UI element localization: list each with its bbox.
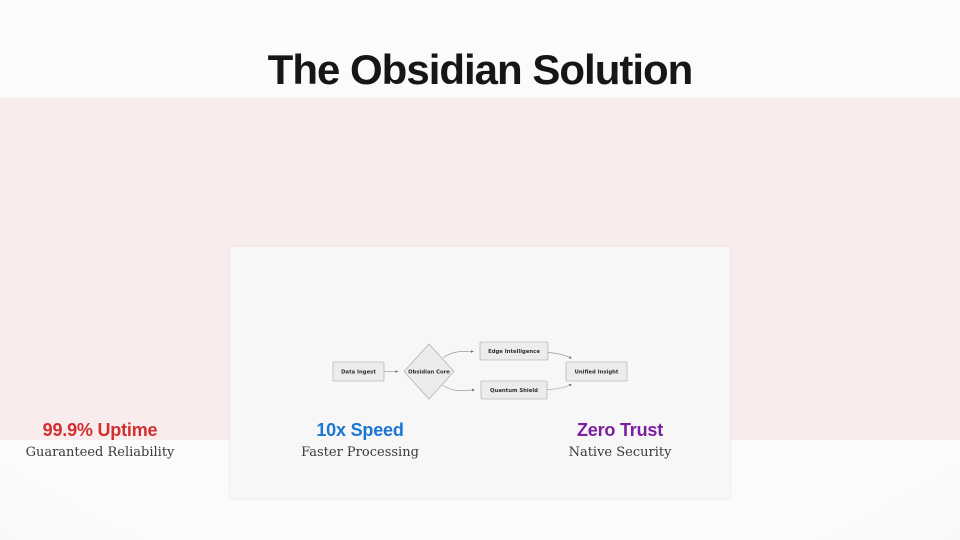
- flowchart-card: Data Ingest Obsidian Core Edge Intellige…: [230, 247, 730, 498]
- flow-nodes: Data Ingest Obsidian Core Edge Intellige…: [332, 341, 628, 400]
- flowchart-diagram: Data Ingest Obsidian Core Edge Intellige…: [332, 341, 628, 400]
- stat-uptime-label: Guaranteed Reliability: [25, 445, 175, 460]
- node-edge-intelligence: [479, 341, 549, 361]
- stat-uptime: 99.9% Uptime Guaranteed Reliability: [0, 420, 220, 460]
- edge-edge-intelligence-to-insight: [548, 352, 572, 359]
- node-quantum-shield: [480, 380, 548, 400]
- slide-title: The Obsidian Solution: [267, 46, 694, 93]
- node-edge-intelligence-label: Edge Intelligence: [488, 349, 540, 355]
- stat-trust-label: Native Security: [568, 445, 672, 460]
- stat-speed: 10x Speed Faster Processing: [240, 420, 480, 460]
- node-unified-insight: [565, 361, 628, 382]
- node-obsidian-core-label: Obsidian Core: [408, 370, 450, 376]
- stat-speed-label: Faster Processing: [301, 445, 419, 460]
- hero-section: Data Ingest Obsidian Core Edge Intellige…: [0, 98, 960, 498]
- stat-speed-value: 10x Speed: [316, 420, 404, 440]
- edge-quantum-shield-to-insight: [547, 383, 572, 390]
- stat-uptime-value: 99.9% Uptime: [42, 420, 158, 440]
- node-data-ingest-label: Data Ingest: [341, 370, 376, 376]
- flow-edges: [384, 350, 572, 392]
- stat-trust-value: Zero Trust: [576, 420, 663, 440]
- node-quantum-shield-label: Quantum Shield: [490, 388, 538, 394]
- node-data-ingest: [332, 361, 385, 382]
- stat-trust: Zero Trust Native Security: [500, 420, 740, 460]
- edge-core-to-edge-intelligence: [442, 350, 474, 358]
- node-obsidian-core: [403, 343, 455, 400]
- edge-core-to-quantum-shield: [442, 385, 475, 392]
- node-unified-insight-label: Unified Insight: [575, 370, 619, 376]
